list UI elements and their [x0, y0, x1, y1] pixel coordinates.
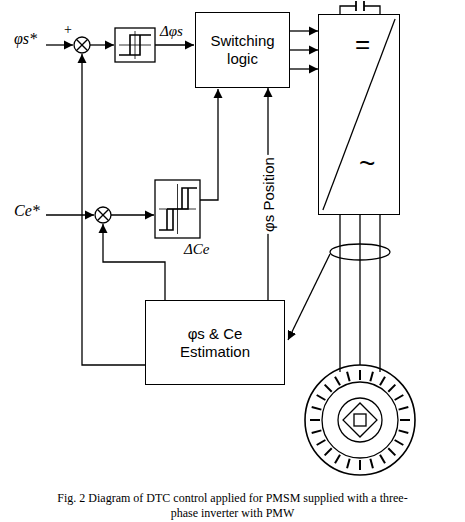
stator-slot	[310, 419, 320, 421]
error-wire	[90, 44, 114, 45]
hysteresis-comparator	[115, 28, 155, 62]
stator-slot	[370, 372, 373, 382]
reference-wire	[46, 214, 94, 215]
error-wire	[111, 214, 154, 215]
current-sensor	[330, 244, 390, 260]
stator-slot	[380, 377, 385, 386]
figure-caption: Fig. 2 Diagram of DTC control applied fo…	[55, 491, 410, 521]
estimation-box: φs & Ce Estimation	[145, 300, 285, 385]
switching-logic-box: Switching logic	[195, 12, 290, 88]
stator-slot	[325, 448, 332, 455]
torque-error-wire	[200, 89, 218, 200]
stator-slot	[335, 455, 340, 464]
edge-label: φs Position	[259, 155, 276, 234]
measurement-wire	[288, 254, 330, 340]
signal-arrow	[290, 68, 318, 69]
stator-slot	[359, 370, 361, 380]
capacitor-symbol	[340, 1, 380, 14]
summing-junction	[95, 207, 111, 223]
inverter-diagonal-line	[323, 19, 395, 210]
signal-arrow	[290, 30, 318, 31]
stator-slot	[399, 430, 409, 433]
reference-wire	[46, 44, 73, 45]
stator-slot	[388, 385, 395, 392]
stator-slot	[395, 440, 404, 445]
box-text: φs & Ce Estimation	[169, 325, 261, 361]
inverter-symbol-text: ~	[359, 147, 375, 181]
stator-slot	[347, 372, 350, 382]
phase-wires	[340, 215, 380, 372]
inverter-symbol-text: =	[355, 29, 370, 60]
flux-feedback-wire	[82, 54, 145, 365]
stator-slot	[325, 385, 332, 392]
box-text: Switching logic	[202, 32, 284, 68]
summing-junction	[74, 37, 90, 53]
stator-slot	[388, 448, 395, 455]
signal-label: ΔCe	[184, 241, 209, 258]
pmsm-motor-symbol	[305, 365, 415, 475]
stator-slot	[359, 460, 361, 470]
signal-label: Δφs	[160, 23, 183, 40]
stator-slot	[335, 377, 340, 386]
stator-slot	[312, 430, 322, 433]
inverter-box: =~	[318, 14, 400, 215]
signal-arrow	[290, 49, 318, 50]
stator-slot	[317, 395, 326, 400]
stator-slot	[347, 459, 350, 469]
stator-slot	[370, 459, 373, 469]
stator-slot	[395, 395, 404, 400]
stator-slot	[312, 407, 322, 410]
stator-slot	[399, 407, 409, 410]
stator-slot	[317, 440, 326, 445]
reference-label: φs*	[14, 30, 37, 48]
flux-error-wire	[155, 44, 194, 45]
stator-slot	[380, 455, 385, 464]
torque-feedback-wire	[103, 224, 165, 300]
stator-slot	[400, 419, 410, 421]
sign-label: +	[64, 22, 72, 38]
hysteresis-comparator	[155, 180, 200, 238]
reference-label: Ce*	[14, 202, 40, 220]
